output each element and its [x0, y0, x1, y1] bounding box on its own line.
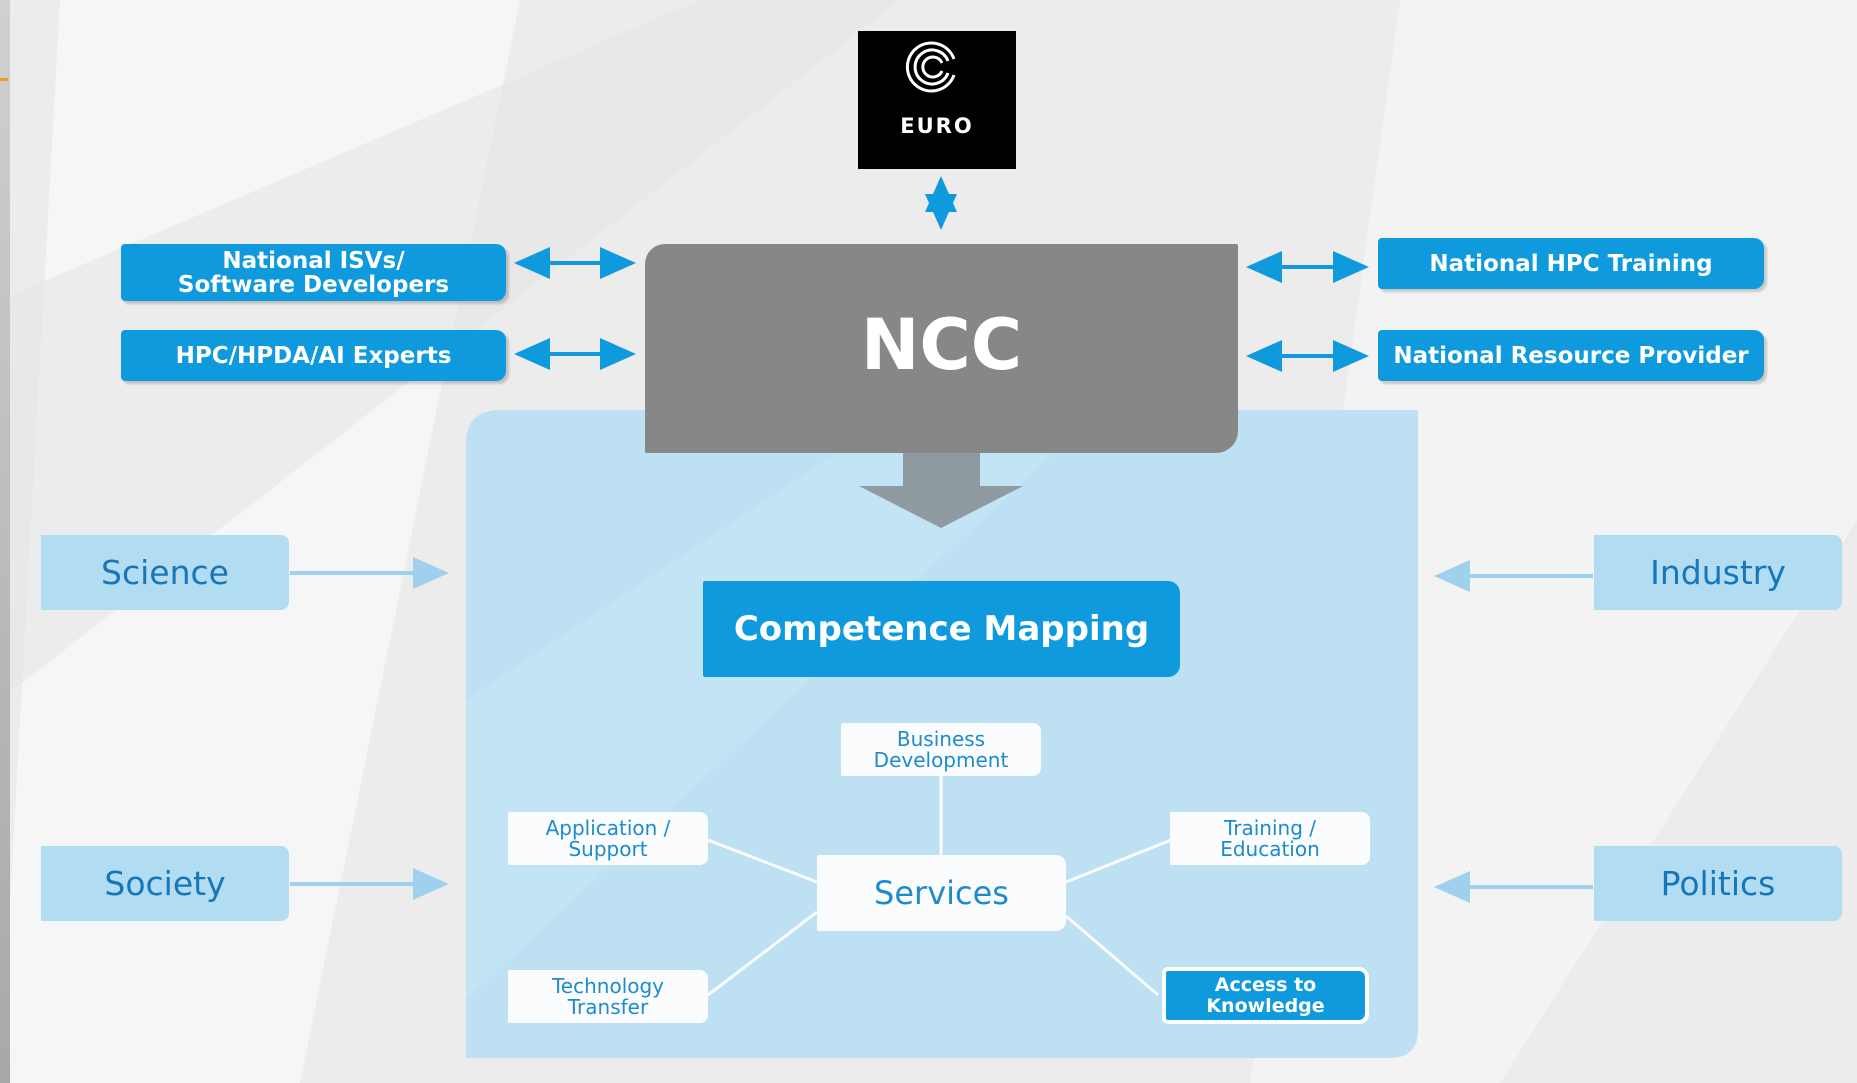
hpc-experts-box: HPC/HPDA/AI Experts	[121, 330, 506, 381]
euro-c-logo-icon	[905, 41, 956, 93]
national-resource-provider-box: National Resource Provider	[1378, 330, 1764, 381]
ncc-box: NCC	[645, 244, 1238, 453]
industry-box: Industry	[1594, 535, 1842, 610]
business-development-box: Business Development	[841, 723, 1041, 776]
training-education-box: Training / Education	[1170, 812, 1370, 865]
service-connectors	[707, 775, 1172, 997]
ncc-down-arrow	[859, 453, 1023, 528]
national-isvs-box: National ISVs/ Software Developers	[121, 244, 506, 301]
technology-transfer-box: Technology Transfer	[508, 970, 708, 1023]
national-hpc-training-box: National HPC Training	[1378, 238, 1764, 289]
politics-box: Politics	[1594, 846, 1842, 921]
left-edge-strip	[0, 0, 10, 1083]
accent-tick	[0, 78, 8, 81]
science-box: Science	[41, 535, 289, 610]
competence-mapping-box: Competence Mapping	[703, 581, 1180, 677]
society-box: Society	[41, 846, 289, 921]
eurocc-logo: EURO	[858, 31, 1016, 169]
euro-logo-text: EURO	[900, 114, 974, 138]
services-box: Services	[817, 855, 1066, 931]
access-to-knowledge-box: Access to Knowledge	[1162, 967, 1369, 1024]
application-support-box: Application / Support	[508, 812, 708, 865]
